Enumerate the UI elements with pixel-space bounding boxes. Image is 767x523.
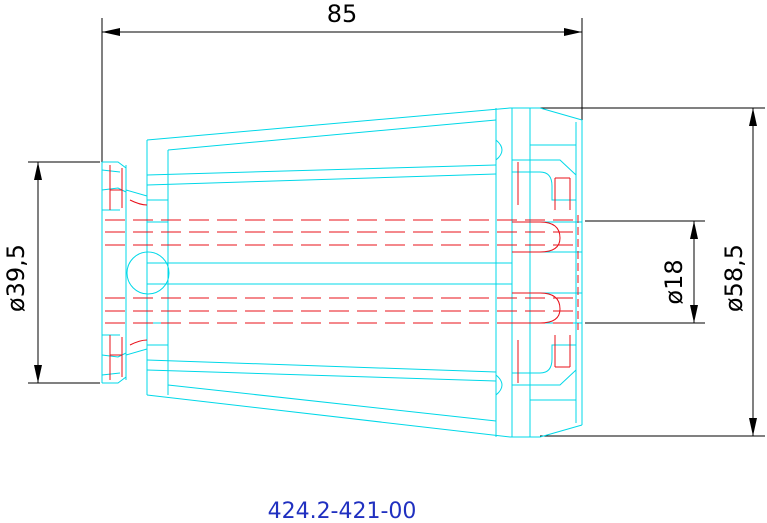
rear-chamfer-top: [539, 107, 583, 121]
dimension-lines: [28, 18, 765, 437]
slot-line-lower-2: [146, 369, 497, 382]
hidden-rear-upper: [512, 162, 571, 253]
rear-chamfer-bottom: [539, 424, 583, 438]
rear-slot-lower: [512, 344, 577, 401]
arrow-length-left: [102, 28, 120, 36]
hidden-nose-upper: [109, 165, 148, 210]
arrow-large-top: [749, 108, 757, 126]
arrow-small-top: [34, 162, 42, 180]
hidden-lines: [105, 162, 579, 383]
slot-line-lower-1: [146, 359, 497, 373]
taper-line-bottom-outer: [146, 394, 511, 438]
taper-line-top-inner: [167, 119, 497, 151]
arrow-bore-top: [690, 221, 698, 239]
nose-slot-upper: [147, 199, 168, 223]
small-diameter-label: ø39,5: [2, 244, 30, 312]
slot-relief-circle: [126, 251, 170, 295]
arrow-bore-bottom: [690, 305, 698, 323]
taper-line-bottom-inner: [167, 384, 497, 422]
part-number-label: 424.2-421-00: [268, 499, 417, 523]
nose-upper-profile: [101, 161, 148, 211]
slot-line-upper-2: [146, 173, 497, 186]
hidden-rear-lower: [512, 292, 571, 383]
large-diameter-label: ø58,5: [720, 244, 748, 312]
hidden-nose-lower: [109, 335, 148, 380]
length-dimension-label: 85: [327, 0, 358, 28]
slot-line-upper-1: [146, 164, 497, 176]
rear-slot-upper: [512, 144, 577, 201]
nose-slot-lower: [147, 322, 168, 346]
rear-bore-upper: [512, 221, 582, 253]
bore-diameter-label: ø18: [660, 259, 688, 304]
nose-lower-profile: [101, 334, 148, 384]
arrow-large-bottom: [749, 418, 757, 436]
collet-outline: [101, 107, 583, 438]
arrow-small-bottom: [34, 365, 42, 383]
arrow-length-right: [564, 28, 582, 36]
rear-curve-upper: [495, 139, 503, 396]
taper-line-top-outer: [146, 107, 511, 141]
